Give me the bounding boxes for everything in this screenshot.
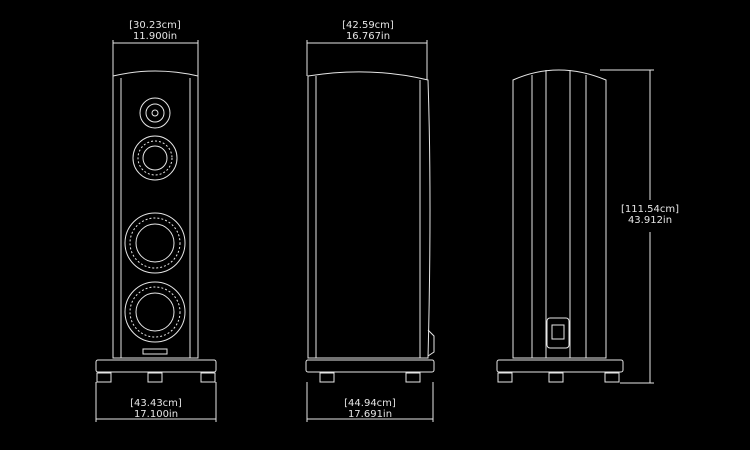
side-depth-in: 16.767in <box>345 31 391 42</box>
side-depth-dimension: [42.59cm] 16.767in <box>323 20 413 42</box>
terminal-plate <box>546 317 570 349</box>
dimension-lines <box>95 40 654 422</box>
front-view-speaker <box>95 70 217 383</box>
height-dimension: [111.54cm] 43.912in <box>605 204 695 226</box>
rear-view-speaker <box>496 69 624 383</box>
height-cm: [111.54cm] <box>620 204 680 215</box>
tweeter <box>139 97 171 129</box>
woofer-lower <box>124 281 186 343</box>
base-width-in: 17.100in <box>133 409 179 420</box>
front-width-cm: [30.23cm] <box>129 20 181 31</box>
base-width-cm: [43.43cm] <box>130 398 182 409</box>
plinth <box>95 359 217 373</box>
base-depth-in: 17.691in <box>347 409 393 420</box>
woofer-upper <box>124 212 186 274</box>
base-depth-dimension: [44.94cm] 17.691in <box>325 398 415 420</box>
base-width-dimension: [43.43cm] 17.100in <box>111 398 201 420</box>
midrange-driver <box>132 135 178 181</box>
side-depth-cm: [42.59cm] <box>342 20 394 31</box>
front-width-dimension: [30.23cm] 11.900in <box>110 20 200 42</box>
base-depth-cm: [44.94cm] <box>344 398 396 409</box>
front-width-in: 11.900in <box>132 31 178 42</box>
height-in: 43.912in <box>627 215 673 226</box>
logo-badge <box>142 348 168 355</box>
side-view-speaker <box>305 71 435 383</box>
